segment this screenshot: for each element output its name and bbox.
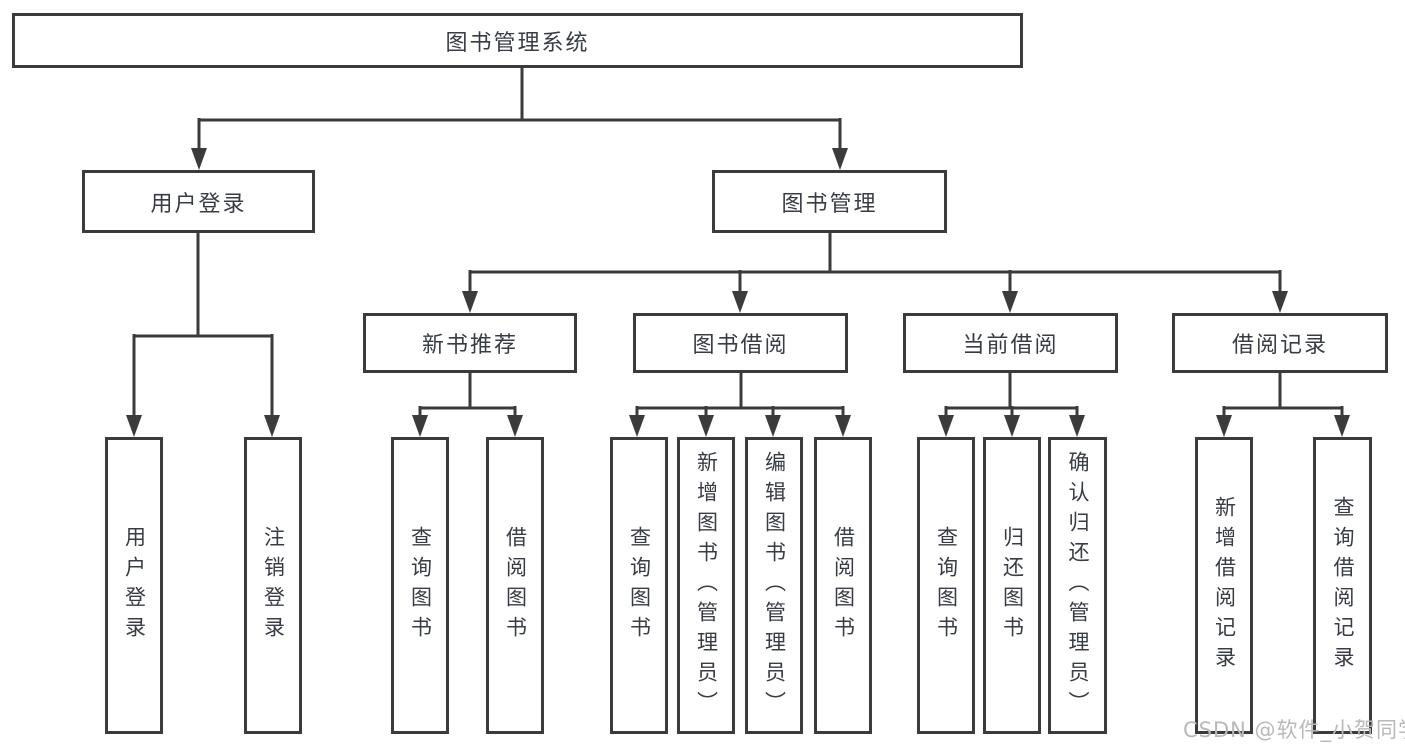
node-label: 查询借阅记录	[1331, 495, 1355, 676]
node-label: 图书管理	[781, 191, 878, 217]
node-label: 归还图书	[1000, 525, 1025, 646]
node-label: 图书借阅	[692, 333, 789, 358]
node-label: 借阅图书	[831, 525, 856, 646]
leaf-query-books-current: 查询图书	[917, 437, 975, 734]
leaf-return-book: 归还图书	[983, 437, 1041, 734]
node-label: 用户登录	[122, 525, 147, 646]
leaf-user-login: 用户登录	[105, 437, 163, 734]
node-root-system: 图书管理系统	[12, 13, 1023, 68]
node-label: 图书管理系统	[445, 30, 590, 56]
node-label: 编辑图书（管理员）	[762, 450, 787, 721]
leaf-add-borrow-record: 新增借阅记录	[1195, 437, 1253, 734]
node-label: 当前借阅	[962, 333, 1059, 358]
leaf-query-books-recommend: 查询图书	[391, 437, 449, 734]
leaf-logout: 注销登录	[244, 437, 302, 734]
node-label: 新书推荐	[421, 333, 518, 358]
node-current-borrowing: 当前借阅	[903, 313, 1118, 373]
node-label: 用户登录	[150, 191, 247, 217]
leaf-add-book-admin: 新增图书（管理员）	[677, 437, 735, 734]
node-label: 注销登录	[261, 525, 286, 646]
leaf-borrow-books-2: 借阅图书	[814, 437, 872, 734]
node-user-login: 用户登录	[82, 170, 315, 233]
node-label: 新增借阅记录	[1212, 495, 1237, 676]
node-new-book-recommend: 新书推荐	[363, 313, 577, 373]
leaf-query-books-borrowing: 查询图书	[610, 437, 668, 734]
node-label: 查询图书	[627, 525, 652, 646]
leaf-confirm-return-admin: 确认归还（管理员）	[1048, 437, 1107, 734]
node-book-management: 图书管理	[712, 170, 947, 233]
node-label: 确认归还（管理员）	[1066, 450, 1090, 721]
node-borrow-records: 借阅记录	[1172, 313, 1388, 373]
node-label: 新增图书（管理员）	[694, 450, 719, 721]
node-label: 借阅图书	[503, 525, 528, 646]
leaf-edit-book-admin: 编辑图书（管理员）	[745, 437, 803, 734]
leaf-query-borrow-record: 查询借阅记录	[1313, 437, 1372, 734]
leaf-borrow-books-recommend: 借阅图书	[486, 437, 544, 734]
node-book-borrowing: 图书借阅	[633, 313, 848, 373]
node-label: 查询图书	[408, 525, 433, 646]
csdn-watermark: CSDN @软件_小贺同学	[1183, 718, 1405, 742]
node-label: 查询图书	[934, 525, 959, 646]
node-label: 借阅记录	[1231, 333, 1328, 358]
